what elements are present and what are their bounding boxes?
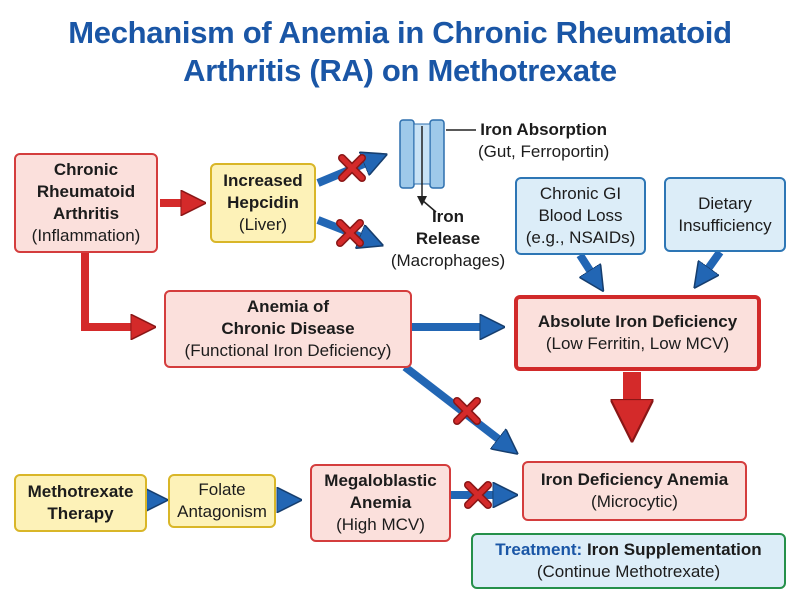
node-gi-line3: (e.g., NSAIDs) — [525, 228, 636, 247]
node-absolute-sub: (Low Ferritin, Low MCV) — [545, 334, 730, 353]
node-absolute-iron-deficiency: Absolute Iron Deficiency (Low Ferritin, … — [514, 295, 761, 371]
red-x-block-icon — [336, 219, 364, 247]
node-chronic-ra-sub: (Inflammation) — [31, 226, 141, 245]
arrow-dietary-to-absolute — [700, 249, 724, 280]
diagram-title: Mechanism of Anemia in Chronic Rheumatoi… — [0, 14, 800, 90]
red-x-block-icon — [338, 154, 366, 182]
node-chronic-gi-blood-loss: Chronic GI Blood Loss (e.g., NSAIDs) — [515, 177, 646, 255]
node-folate-line2: Antagonism — [177, 502, 267, 521]
label-iron-absorption-sub: (Gut, Ferroportin) — [478, 142, 610, 161]
red-x-block-icon — [453, 397, 481, 425]
node-dietary-insufficiency: Dietary Insufficiency — [664, 177, 786, 252]
node-chronic-ra-line2: Rheumatoid — [36, 182, 136, 201]
label-iron-release-line1: Iron — [431, 207, 465, 226]
node-ida-sub: (Microcytic) — [591, 492, 678, 511]
title-line-2: Arthritis (RA) on Methotrexate — [183, 53, 617, 88]
node-folate-line1: Folate — [198, 480, 246, 499]
node-absolute-title: Absolute Iron Deficiency — [537, 312, 738, 331]
arrow-gi-to-absolute — [576, 252, 598, 283]
node-chronic-ra-line1: Chronic — [53, 160, 119, 179]
label-iron-release: Iron Release (Macrophages) — [378, 206, 518, 272]
node-iron-deficiency-anemia: Iron Deficiency Anemia (Microcytic) — [522, 461, 747, 521]
label-iron-absorption: Iron Absorption (Gut, Ferroportin) — [478, 119, 609, 163]
node-megaloblastic-line1: Megaloblastic — [324, 471, 437, 490]
node-acd-line2: Chronic Disease — [221, 319, 355, 338]
node-hepcidin-sub: (Liver) — [238, 215, 288, 234]
treatment-label: Treatment: — [495, 540, 583, 559]
node-treatment-sub: (Continue Methotrexate) — [536, 562, 721, 581]
treatment-value: Iron Supplementation — [586, 540, 762, 559]
node-folate-antagonism: Folate Antagonism — [168, 474, 276, 528]
red-x-block-icon — [464, 481, 492, 509]
node-gi-line1: Chronic GI — [539, 184, 622, 203]
node-mtx-line1: Methotrexate — [27, 482, 134, 501]
node-megaloblastic-sub: (High MCV) — [336, 515, 425, 534]
node-dietary-line1: Dietary — [698, 193, 752, 213]
label-iron-release-line2: Release — [415, 229, 481, 248]
node-anemia-chronic-disease: Anemia of Chronic Disease (Functional Ir… — [164, 290, 412, 368]
arrow-acd-to-ida — [402, 363, 510, 448]
node-treatment-title: Treatment: Iron Supplementation — [495, 539, 761, 561]
ion-channel-icon — [399, 119, 476, 213]
arrow-ra-to-acd — [81, 252, 146, 327]
node-hepcidin-line2: Hepcidin — [227, 193, 299, 212]
node-megaloblastic-line2: Anemia — [349, 493, 412, 512]
node-mtx-line2: Therapy — [47, 504, 114, 523]
node-dietary-line2: Insufficiency — [678, 215, 772, 235]
node-chronic-ra: Chronic Rheumatoid Arthritis (Inflammati… — [14, 153, 158, 253]
node-ida-title: Iron Deficiency Anemia — [540, 470, 729, 489]
label-iron-release-sub: (Macrophages) — [390, 251, 506, 270]
node-hepcidin-line1: Increased — [223, 171, 303, 190]
node-megaloblastic-anemia: Megaloblastic Anemia (High MCV) — [310, 464, 451, 542]
node-acd-sub: (Functional Iron Deficiency) — [184, 341, 392, 360]
node-increased-hepcidin: Increased Hepcidin (Liver) — [210, 163, 316, 243]
title-line-1: Mechanism of Anemia in Chronic Rheumatoi… — [68, 15, 732, 50]
node-chronic-ra-line3: Arthritis — [52, 204, 120, 223]
node-treatment: Treatment: Iron Supplementation (Continu… — [471, 533, 786, 589]
node-gi-line2: Blood Loss — [538, 206, 623, 225]
label-iron-absorption-title: Iron Absorption — [480, 120, 608, 139]
node-acd-line1: Anemia of — [246, 297, 330, 316]
node-methotrexate-therapy: Methotrexate Therapy — [14, 474, 147, 532]
